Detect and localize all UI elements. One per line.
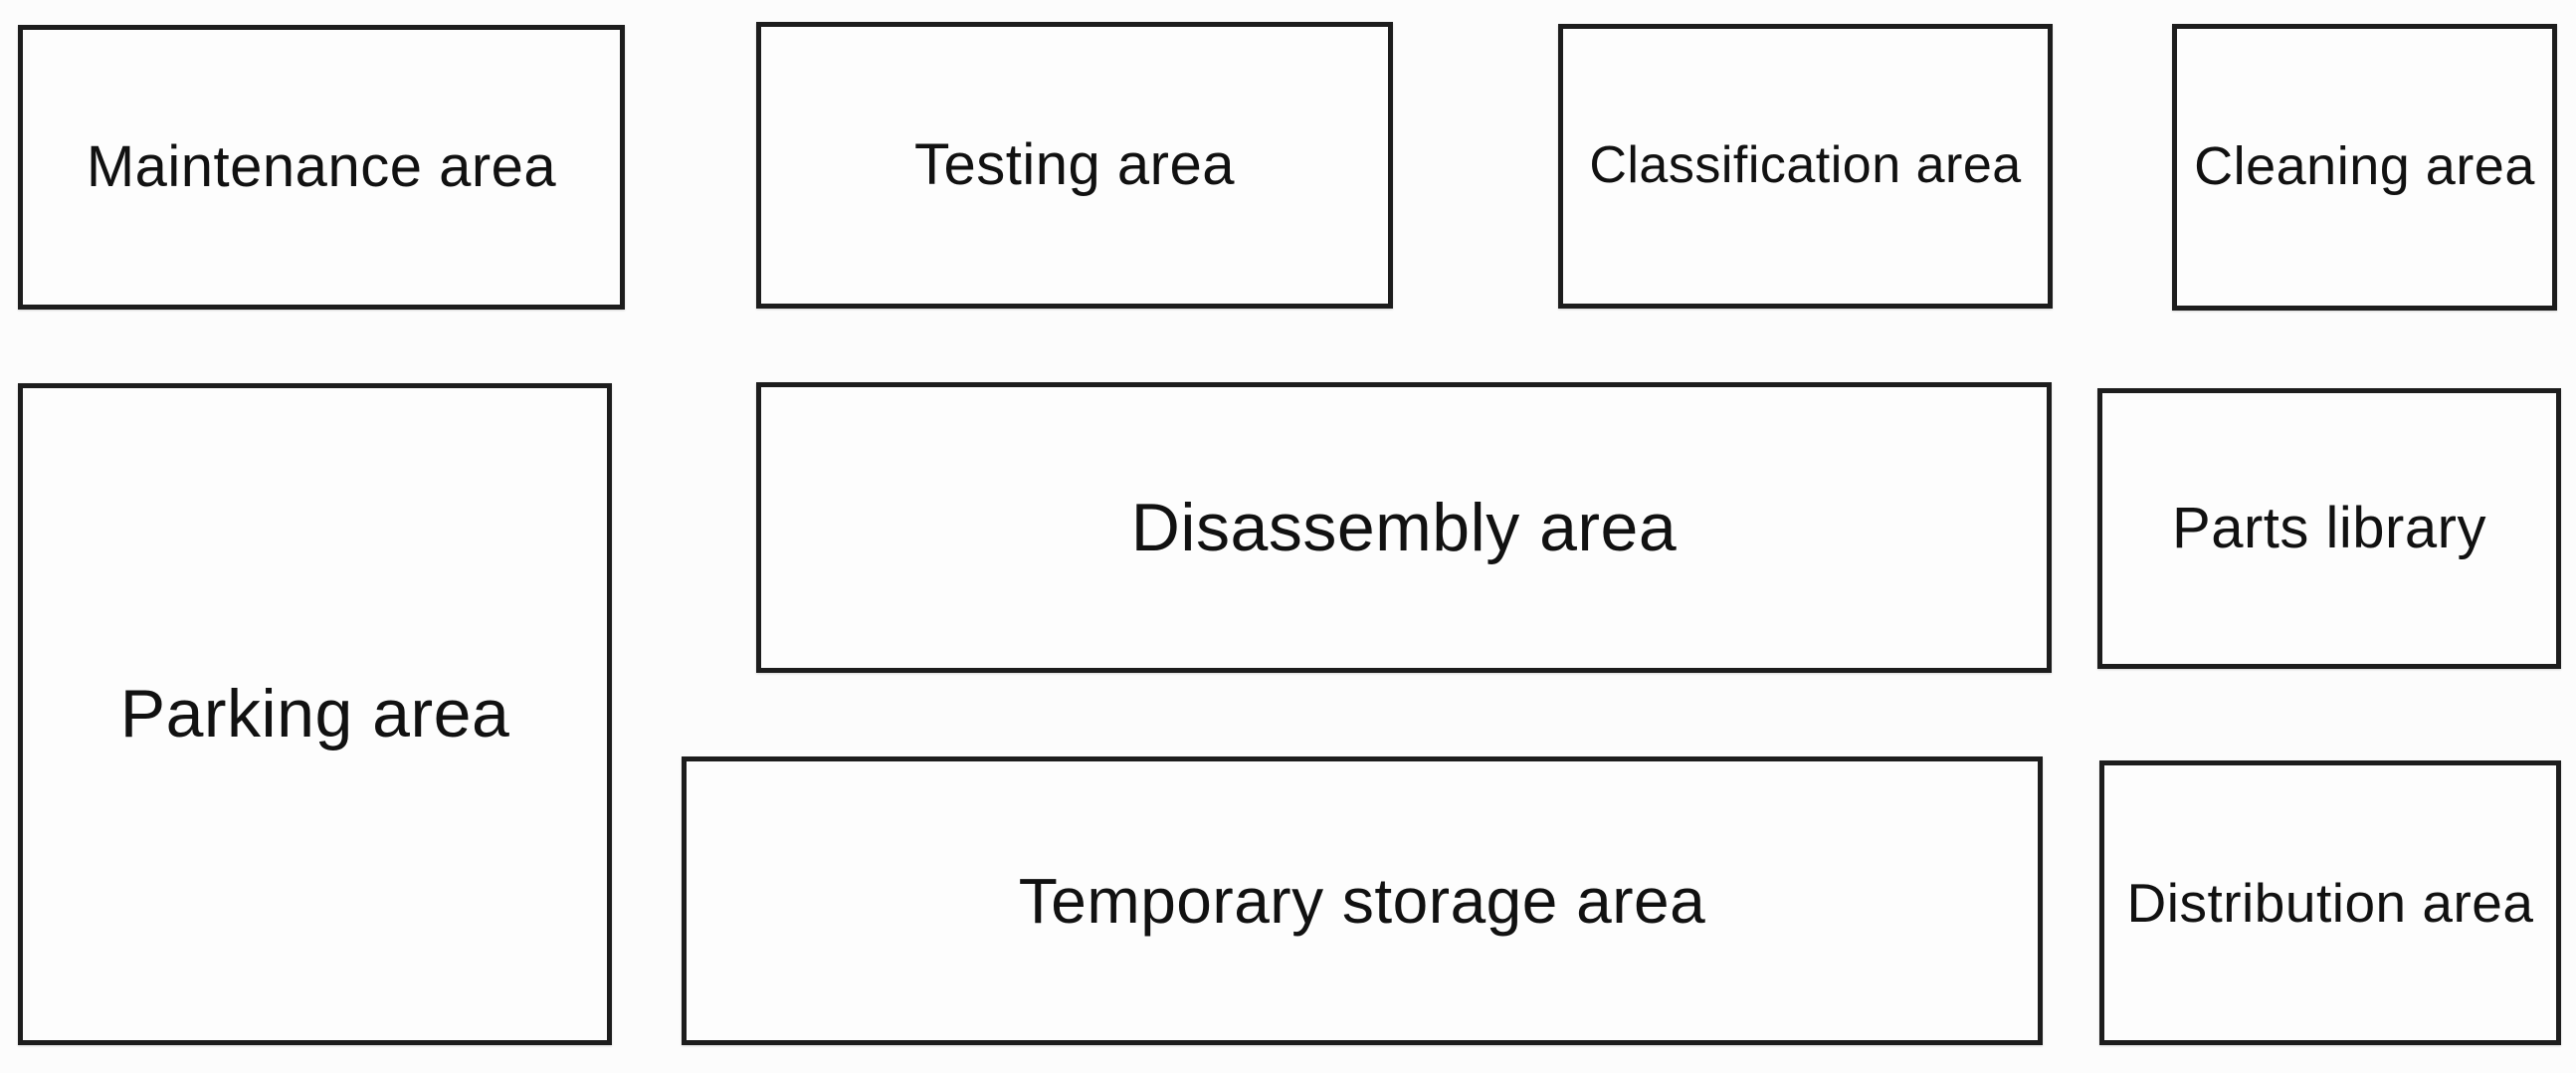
- disassembly-area-label: Disassembly area: [1130, 489, 1678, 565]
- parking-area-box: Parking area: [18, 383, 612, 1045]
- maintenance-area-label: Maintenance area: [86, 134, 557, 200]
- cleaning-area-box: Cleaning area: [2172, 24, 2557, 311]
- testing-area-label: Testing area: [914, 132, 1235, 198]
- distribution-area-box: Distribution area: [2099, 760, 2561, 1045]
- classification-area-label: Classification area: [1589, 136, 2022, 195]
- maintenance-area-box: Maintenance area: [18, 25, 625, 310]
- temporary-storage-area-label: Temporary storage area: [1018, 864, 1706, 937]
- cleaning-area-label: Cleaning area: [2194, 136, 2535, 197]
- parts-library-label: Parts library: [2172, 496, 2486, 561]
- classification-area-box: Classification area: [1558, 24, 2053, 309]
- parts-library-box: Parts library: [2097, 388, 2561, 669]
- disassembly-area-box: Disassembly area: [756, 382, 2052, 673]
- distribution-area-label: Distribution area: [2126, 871, 2534, 934]
- testing-area-box: Testing area: [756, 22, 1393, 309]
- parking-area-label: Parking area: [119, 676, 510, 752]
- temporary-storage-area-box: Temporary storage area: [682, 756, 2043, 1045]
